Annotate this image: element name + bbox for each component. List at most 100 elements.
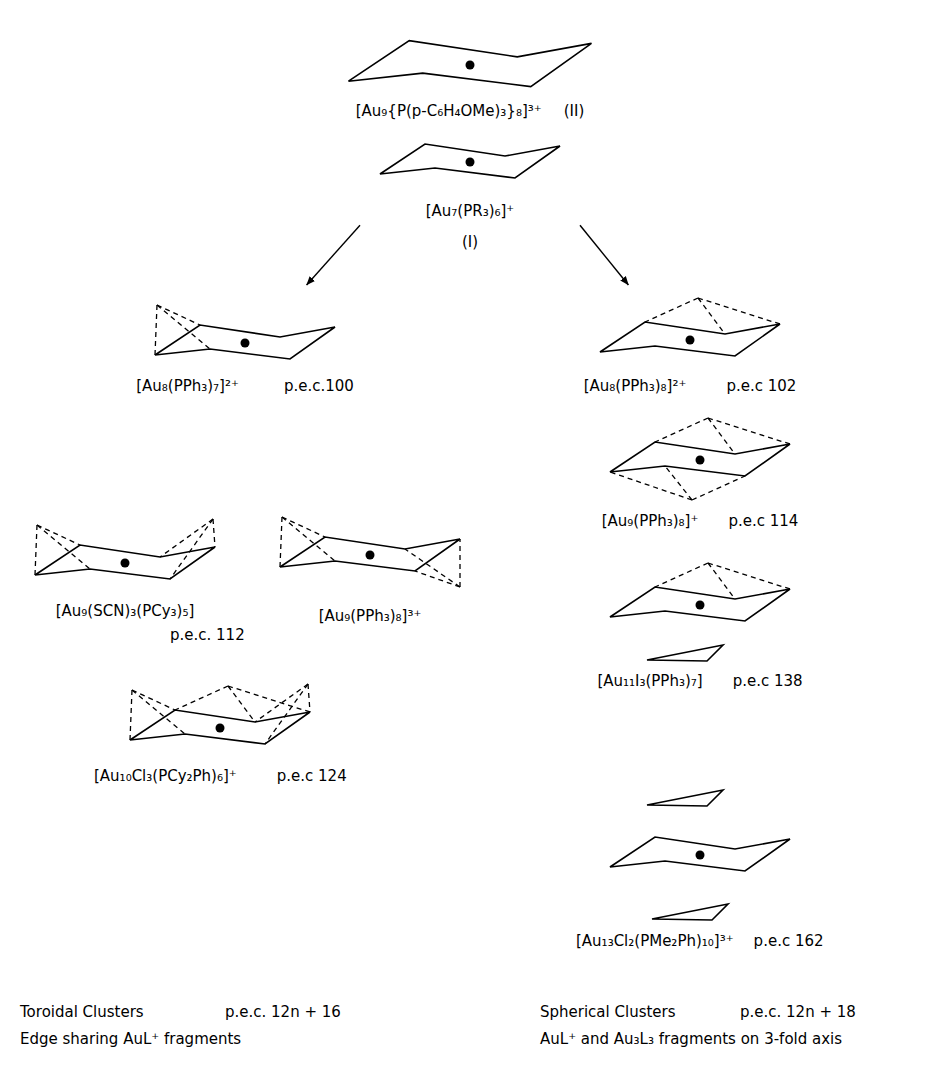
capping-bond [37, 525, 90, 569]
cluster-node: [Au₉(SCN)₃(PCy₃)₅] [10, 505, 240, 621]
cluster-annotation: (II) [564, 102, 585, 121]
cluster-node: [Au₁₀Cl₃(PCy₂Ph)₆]⁺p.e.c 124 [94, 670, 347, 786]
capping-bond [708, 563, 735, 599]
cluster-drawing [590, 555, 810, 670]
chair-hexagon [600, 322, 780, 356]
cluster-annotation: p.e.c 138 [733, 672, 803, 691]
cluster-node: [Au₉{P(p-C₆H₄OMe)₃}₈]³⁺ (II) [330, 30, 610, 121]
cluster-formula: [Au₉{P(p-C₆H₄OMe)₃}₈]³⁺ [356, 102, 542, 121]
cluster-drawing [580, 285, 800, 375]
capping-bond [708, 418, 735, 454]
chair-hexagon [155, 325, 335, 359]
caption-label: AuL⁺ and Au₃L₃ fragments on 3-fold axis [540, 1030, 842, 1049]
capping-bond [708, 418, 790, 444]
central-atom [366, 551, 375, 560]
cluster-formula: [Au₁₃Cl₂(PMe₂Ph)₁₀]³⁺ [576, 932, 734, 951]
capping-bond [282, 517, 325, 537]
capping-bond [132, 690, 175, 710]
cluster-drawing [135, 285, 355, 375]
cluster-formula: [Au₁₀Cl₃(PCy₂Ph)₆]⁺ [94, 767, 237, 786]
central-atom [686, 336, 695, 345]
cluster-node: [Au₈(PPh₃)₈]²⁺ p.e.c 102 [580, 285, 800, 396]
central-atom [121, 559, 130, 568]
cluster-annotation: p.e.c.100 [284, 377, 354, 396]
caption-label: Toroidal Clusters [20, 1003, 144, 1022]
capping-bond [610, 472, 692, 500]
capping-bond [280, 517, 282, 567]
cluster-drawing [10, 505, 240, 600]
capping-bond [213, 519, 215, 547]
capping-bond [655, 563, 708, 587]
caption-label: p.e.c. 12n + 18 [740, 1003, 856, 1022]
cluster-formula: [Au₉(SCN)₃(PCy₃)₅] [56, 602, 195, 621]
cluster-drawing [590, 780, 810, 930]
caption-label: p.e.c. 12n + 16 [225, 1003, 341, 1022]
cluster-annotation: (I) [462, 233, 478, 252]
cluster-formula: [Au₈(PPh₃)₈]²⁺ [584, 377, 687, 396]
capping-bond [155, 305, 157, 355]
cluster-formula: [Au₇(PR₃)₆]⁺ [426, 202, 515, 221]
capping-bond [157, 305, 210, 349]
central-atom [695, 851, 704, 860]
arrow-connector [307, 225, 360, 285]
au3-triangle [647, 645, 723, 661]
caption-label: p.e.c. 112 [170, 626, 245, 645]
capping-bond [35, 525, 37, 575]
cluster-node: [Au₉(PPh₃)₈]³⁺ [255, 505, 485, 626]
arrow-connector [580, 225, 628, 285]
chair-hexagon [349, 41, 592, 87]
cluster-annotation: p.e.c 102 [726, 377, 796, 396]
cluster-formula: [Au₉(PPh₃)₈]⁺ [602, 512, 699, 531]
capping-bond [459, 539, 460, 587]
cluster-node: [Au₁₁I₃(PPh₃)₇] p.e.c 138 [590, 555, 810, 691]
cluster-node: [Au₉(PPh₃)₈]⁺ p.e.c 114 [590, 410, 810, 531]
cluster-drawing [330, 30, 610, 100]
capping-bond [37, 525, 80, 545]
capping-bond [255, 684, 308, 722]
capping-bond [160, 519, 213, 557]
chair-hexagon [610, 837, 790, 871]
central-atom [216, 724, 225, 733]
capping-bond [405, 549, 460, 587]
cluster-annotation: p.e.c 162 [754, 932, 824, 951]
cluster-drawing [255, 505, 485, 605]
caption-label: Edge sharing AuL⁺ fragments [20, 1030, 241, 1049]
capping-bond [308, 684, 310, 712]
capping-bond [282, 517, 335, 561]
chair-hexagon [35, 545, 215, 579]
cluster-drawing [590, 410, 810, 510]
cluster-node: [Au₁₃Cl₂(PMe₂Ph)₁₀]³⁺ p.e.c 162 [576, 780, 824, 951]
chair-hexagon [380, 144, 560, 178]
capping-bond [132, 690, 185, 734]
cluster-annotation: p.e.c 114 [728, 512, 798, 531]
capping-bond [665, 466, 692, 500]
cluster-drawing [100, 670, 340, 765]
capping-bond [415, 571, 460, 587]
cluster-node: [Au₈(PPh₃)₇]²⁺p.e.c.100 [135, 285, 355, 396]
au3-triangle [652, 904, 728, 920]
capping-bond [175, 686, 228, 710]
central-atom [696, 456, 705, 465]
cluster-drawing [360, 120, 580, 200]
central-atom [696, 601, 705, 610]
au3-triangle [647, 790, 723, 806]
chair-hexagon [610, 442, 790, 476]
chair-hexagon [130, 710, 310, 744]
chair-hexagon [610, 587, 790, 621]
capping-bond [157, 305, 200, 325]
capping-bond [692, 476, 745, 500]
capping-bond [130, 690, 132, 740]
capping-bond [698, 298, 725, 334]
capping-bond [645, 298, 698, 322]
capping-bond [228, 686, 255, 722]
capping-bond [708, 563, 790, 589]
central-atom [466, 158, 475, 167]
cluster-node: [Au₇(PR₃)₆]⁺ (I) [360, 120, 580, 252]
cluster-formula: [Au₁₁I₃(PPh₃)₇] [597, 672, 702, 691]
capping-bond [655, 418, 708, 442]
chair-hexagon [280, 537, 460, 571]
central-atom [466, 61, 475, 70]
caption-label: Spherical Clusters [540, 1003, 676, 1022]
cluster-formula: [Au₉(PPh₃)₈]³⁺ [319, 607, 422, 626]
